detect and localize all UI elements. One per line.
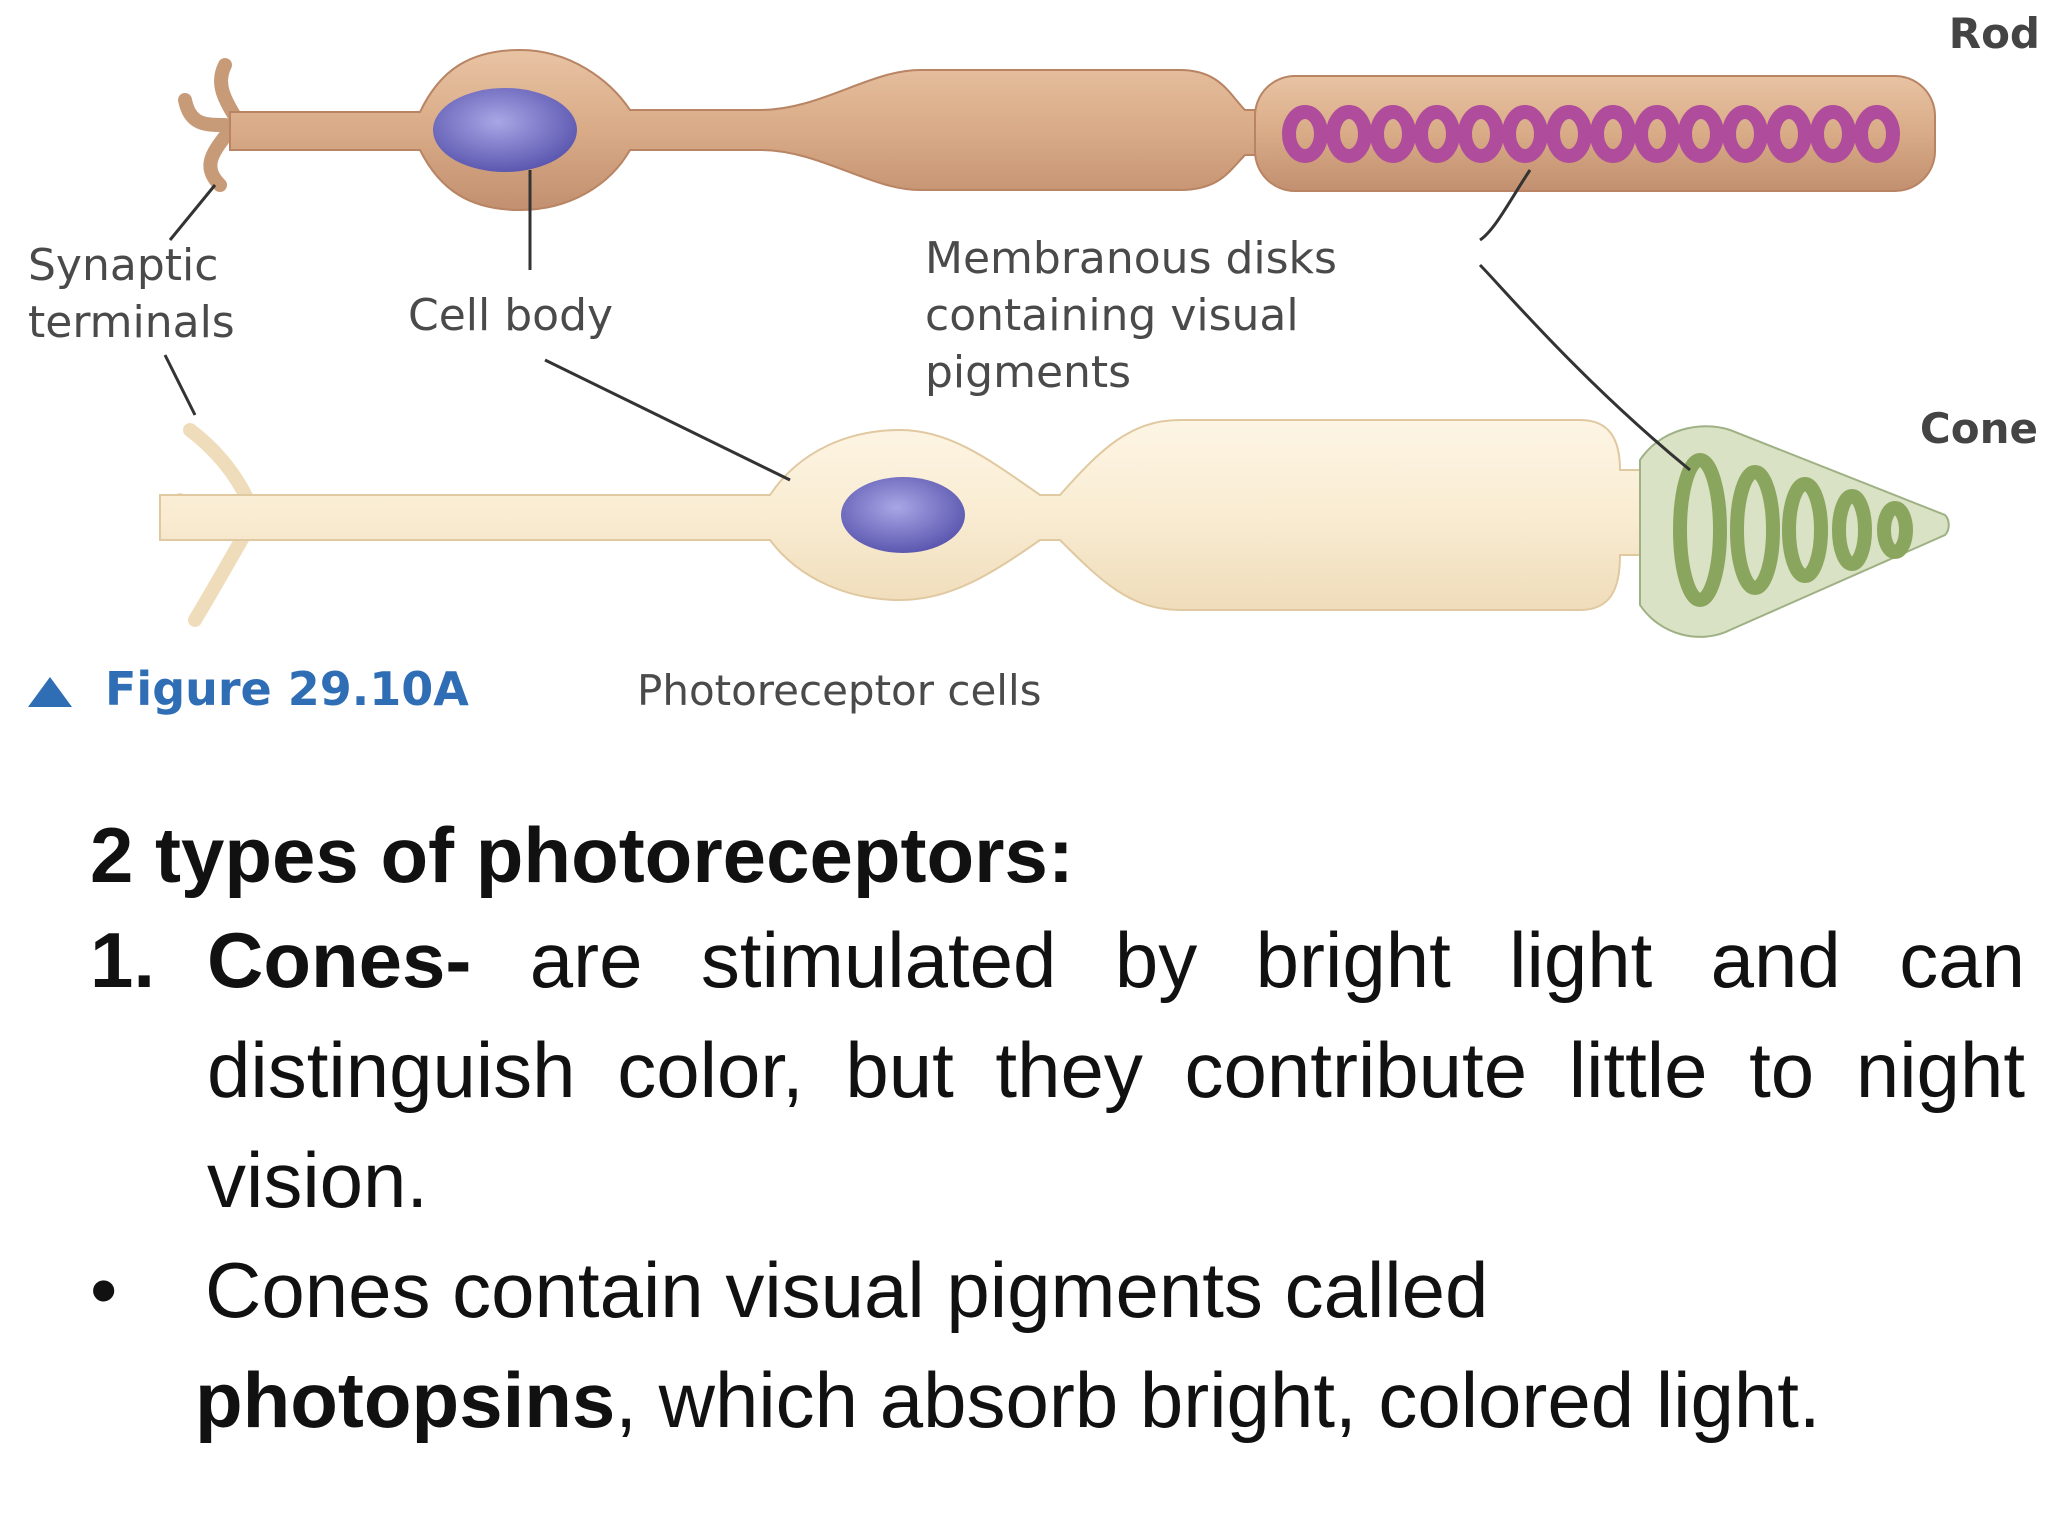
label-cell-body: Cell body [408,290,613,341]
cone-nucleus [841,477,965,553]
bullet-line1: Cones contain visual pigments called [205,1246,1489,1334]
rod-axon [229,48,1261,212]
label-membranous-line1: Membranous disks [925,233,1337,284]
slide-heading: 2 types of photoreceptors: [90,811,1074,899]
cones-term: Cones- [207,916,472,1004]
label-cone: Cone [1920,404,2038,453]
bullet-body: Cones contain visual pigments called phot… [195,1235,1985,1455]
list-item-number: 1. [90,916,156,1004]
cone-membranous-disks [1673,453,1913,607]
label-membranous-line2: containing visual [925,290,1299,341]
photopsins-description: , which absorb bright, colored light. [615,1356,1821,1444]
bullet-icon: • [90,1246,118,1334]
label-rod: Rod [1949,9,2040,58]
caption-label: Figure 29.10A [105,662,469,716]
caption-text: Photoreceptor cells [637,666,1042,715]
rod-membranous-disks [1282,105,1900,163]
photoreceptor-figure: Rod Cone Synaptic terminals Cell body Me… [28,9,2040,716]
cone-cell [159,419,1950,638]
label-synaptic-line1: Synaptic [28,240,218,291]
list-item-body: Cones- are stimulated by bright light an… [207,905,2025,1235]
label-synaptic-line2: terminals [28,297,235,348]
label-membranous-line3: pigments [925,347,1131,398]
cones-description: are stimulated by bright light and can d… [207,916,2025,1224]
leader-lines [163,169,1691,482]
photopsins-term: photopsins [195,1356,616,1444]
rod-cell [178,48,1936,212]
rod-nucleus [433,88,577,172]
caption-triangle-icon [28,677,72,707]
